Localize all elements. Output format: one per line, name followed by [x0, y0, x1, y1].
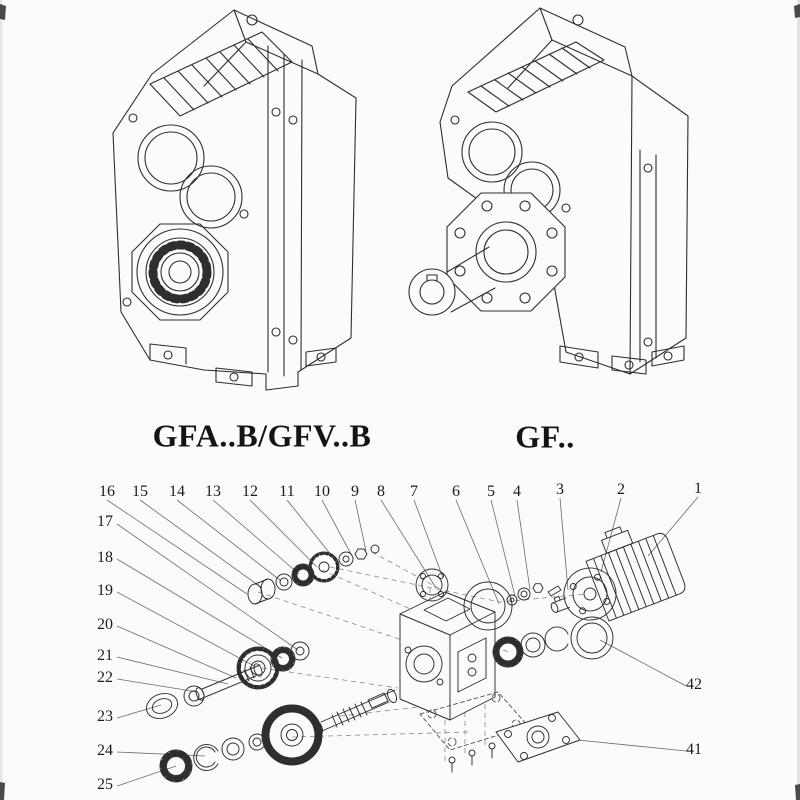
model-label-gf: GF.. [515, 418, 575, 455]
gearbox-drawing-gfab [112, 9, 357, 391]
part-callout-22: 22 [97, 669, 113, 686]
part-callout-7: 7 [410, 483, 418, 500]
part-callout-15: 15 [132, 483, 148, 500]
part-callout-4: 4 [513, 483, 521, 500]
exploded-parts [145, 526, 686, 783]
part-callout-24: 24 [97, 742, 113, 759]
part-callout-41: 41 [686, 741, 702, 758]
part-callout-42: 42 [686, 676, 702, 693]
part-callout-16: 16 [99, 483, 115, 500]
part-callout-10: 10 [314, 483, 330, 500]
part-callout-11: 11 [279, 483, 295, 500]
exploded-view-drawing [106, 496, 699, 787]
part-callout-5: 5 [487, 483, 495, 500]
motor [550, 526, 686, 622]
part-callout-17: 17 [97, 513, 113, 530]
part-callout-1: 1 [694, 480, 702, 497]
part-callout-20: 20 [97, 616, 113, 633]
part-callout-23: 23 [97, 708, 113, 725]
part-callout-18: 18 [97, 549, 113, 566]
part-callout-6: 6 [452, 483, 460, 500]
part-callout-13: 13 [205, 483, 221, 500]
callout-leader-lines [106, 496, 699, 787]
part-callout-2: 2 [617, 481, 625, 498]
part-callout-9: 9 [351, 483, 359, 500]
part-callout-14: 14 [169, 483, 185, 500]
model-label-gfab: GFA..B/GFV..B [152, 417, 372, 454]
part-callout-8: 8 [377, 483, 385, 500]
part-callout-19: 19 [97, 582, 113, 599]
gearbox-drawing-gf [408, 7, 689, 375]
part-callout-25: 25 [97, 776, 113, 793]
part-callout-12: 12 [242, 483, 258, 500]
part-callout-21: 21 [97, 647, 113, 664]
part-callout-3: 3 [556, 481, 564, 498]
